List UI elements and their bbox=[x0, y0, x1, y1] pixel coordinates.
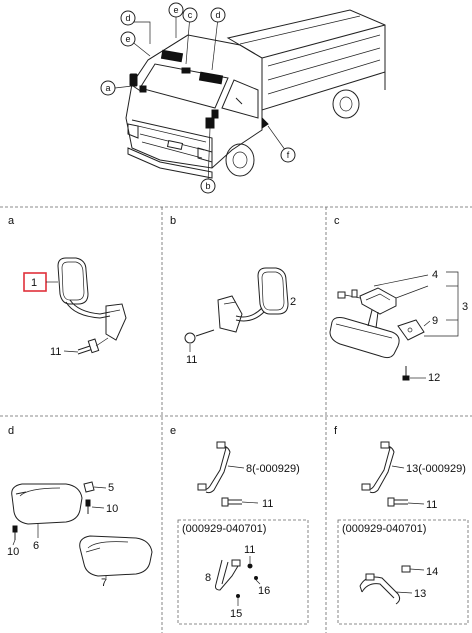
label-9[interactable]: 9 bbox=[432, 315, 438, 327]
panel-e: e (000929-040701) 8(-000929) 11 11 8 16 … bbox=[170, 425, 309, 625]
callout-d-left[interactable]: d bbox=[120, 10, 136, 26]
label-15[interactable]: 15 bbox=[230, 608, 242, 620]
range-note: (000929-040701) bbox=[182, 523, 266, 535]
callout-label: f bbox=[287, 150, 290, 160]
label-11[interactable]: 11 bbox=[426, 499, 437, 511]
label-2[interactable]: 2 bbox=[290, 296, 296, 308]
label-8[interactable]: 8 bbox=[205, 572, 211, 584]
label-11[interactable]: 11 bbox=[186, 354, 197, 366]
label-3[interactable]: 3 bbox=[462, 301, 468, 313]
callout-b[interactable]: b bbox=[200, 178, 216, 194]
panel-a: a 1 11 bbox=[8, 215, 127, 358]
label-13-range[interactable]: 13(-000929) bbox=[406, 463, 466, 475]
panel-c: c 4 3 9 12 bbox=[329, 215, 468, 384]
label-8-range[interactable]: 8(-000929) bbox=[246, 463, 300, 475]
panel-id-d: d bbox=[8, 425, 14, 437]
callout-label: d bbox=[215, 10, 220, 20]
panel-f: f (000929-040701) 13(-000929) 11 14 13 bbox=[334, 425, 469, 625]
callout-label: b bbox=[205, 181, 210, 191]
label-11[interactable]: 11 bbox=[262, 498, 273, 510]
panel-id-c: c bbox=[334, 215, 340, 227]
label-4[interactable]: 4 bbox=[432, 269, 438, 281]
label-7[interactable]: 7 bbox=[101, 577, 107, 589]
callout-f[interactable]: f bbox=[280, 147, 296, 163]
label-1[interactable]: 1 bbox=[31, 277, 37, 289]
panel-id-b: b bbox=[170, 215, 176, 227]
truck-illustration bbox=[114, 9, 386, 185]
callout-label: a bbox=[105, 83, 110, 93]
label-14[interactable]: 14 bbox=[426, 566, 438, 578]
panel-id-f: f bbox=[334, 425, 338, 437]
label-10[interactable]: 10 bbox=[7, 546, 19, 558]
callout-d-right[interactable]: d bbox=[210, 7, 226, 23]
callout-a[interactable]: a bbox=[100, 80, 116, 96]
callout-label: c bbox=[188, 10, 193, 20]
callout-e-left[interactable]: e bbox=[120, 31, 136, 47]
callout-label: e bbox=[125, 34, 130, 44]
top-callouts: d e c d e a f b bbox=[100, 2, 296, 194]
label-16[interactable]: 16 bbox=[258, 585, 270, 597]
label-12[interactable]: 12 bbox=[428, 372, 440, 384]
callout-e-top[interactable]: e bbox=[168, 2, 184, 18]
panel-id-e: e bbox=[170, 425, 176, 437]
label-10[interactable]: 10 bbox=[106, 503, 118, 515]
range-note: (000929-040701) bbox=[342, 523, 426, 535]
panel-id-a: a bbox=[8, 215, 15, 227]
label-11[interactable]: 11 bbox=[244, 544, 255, 556]
panel-grid bbox=[0, 206, 472, 633]
callout-c[interactable]: c bbox=[182, 7, 198, 23]
callout-label: e bbox=[173, 5, 178, 15]
callout-label: d bbox=[125, 13, 130, 23]
label-5[interactable]: 5 bbox=[108, 482, 114, 494]
label-13[interactable]: 13 bbox=[414, 588, 426, 600]
panel-d: d 5 10 6 10 7 bbox=[7, 425, 153, 589]
label-6[interactable]: 6 bbox=[33, 540, 39, 552]
label-11[interactable]: 11 bbox=[50, 346, 61, 358]
panel-b: b 2 11 bbox=[170, 215, 296, 366]
